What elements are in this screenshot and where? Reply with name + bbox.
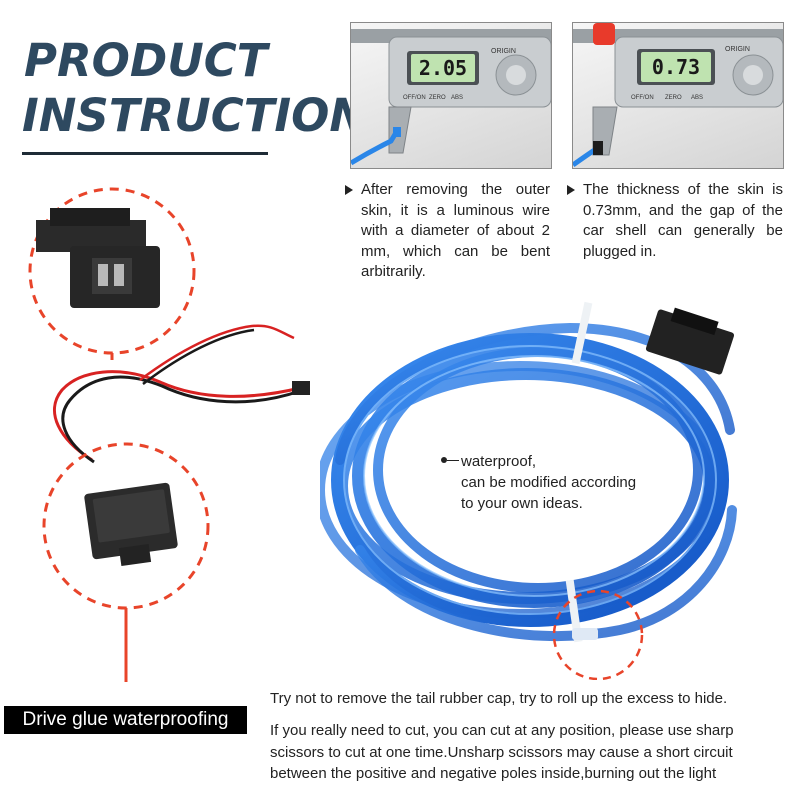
callout-line-1: waterproof, — [461, 453, 537, 470]
connector-plug-icon — [36, 208, 160, 308]
abs-label-2: ABS — [691, 95, 703, 101]
tail-cap-icon — [572, 628, 598, 640]
zero-label-2: ZERO — [665, 95, 682, 101]
origin-label-2: ORIGIN — [725, 46, 750, 53]
zero-label-1: ZERO — [429, 95, 446, 101]
cable-tie-icon — [571, 301, 593, 365]
lcd-reading-2: 0.73 — [652, 55, 700, 79]
title-product: PRODUCT — [24, 34, 268, 87]
red-wire — [52, 370, 301, 462]
el-wire-coil — [320, 301, 737, 680]
note-thickness-text: The thickness of the skin is 0.73mm, and… — [583, 181, 783, 260]
caliper-photo-diameter: 2.05 ORIGIN OFF/ON ZERO ABS — [350, 22, 552, 169]
callout-line-2: can be modified according — [461, 474, 637, 491]
tip-tail-cap: Try not to remove the tail rubber cap, t… — [270, 690, 728, 707]
caliper-photo-thickness: 0.73 ORIGIN OFF/ON ZERO ABS — [572, 22, 784, 169]
bullet-triangle-icon — [567, 185, 575, 195]
driver-illustration — [28, 187, 310, 682]
title-underline — [22, 152, 268, 155]
note-diameter-text: After removing the outer skin, it is a l… — [361, 181, 550, 280]
tip-cutting: If you really need to cut, you can cut a… — [270, 722, 734, 782]
title-instruction: INSTRUCTION — [22, 89, 368, 142]
callout-line — [447, 459, 459, 461]
driver-box-icon — [84, 482, 178, 567]
callout-dot — [441, 457, 447, 463]
cable-tie-icon — [565, 579, 583, 643]
callout-waterproof: waterproof, can be modified according to… — [461, 451, 636, 514]
note-thickness: The thickness of the skin is 0.73mm, and… — [567, 180, 783, 262]
drive-glue-badge: Drive glue waterproofing — [4, 706, 247, 734]
caliper-image: 0.73 ORIGIN OFF/ON ZERO ABS — [573, 23, 783, 168]
note-diameter: After removing the outer skin, it is a l… — [345, 180, 550, 283]
callout-line-3: to your own ideas. — [461, 495, 583, 512]
abs-label-1: ABS — [451, 95, 463, 101]
caliper-image: 2.05 ORIGIN OFF/ON ZERO ABS — [351, 29, 551, 166]
origin-label-1: ORIGIN — [491, 48, 516, 55]
small-plug-icon — [292, 381, 310, 395]
coil-connector-icon — [645, 309, 735, 375]
off-label-1: OFF/ON — [403, 95, 426, 101]
black-wire — [61, 375, 301, 464]
tail-cap-zoom-circle — [552, 589, 644, 680]
bullet-triangle-icon — [345, 185, 353, 195]
off-label-2: OFF/ON — [631, 95, 654, 101]
lcd-reading-1: 2.05 — [419, 56, 467, 80]
